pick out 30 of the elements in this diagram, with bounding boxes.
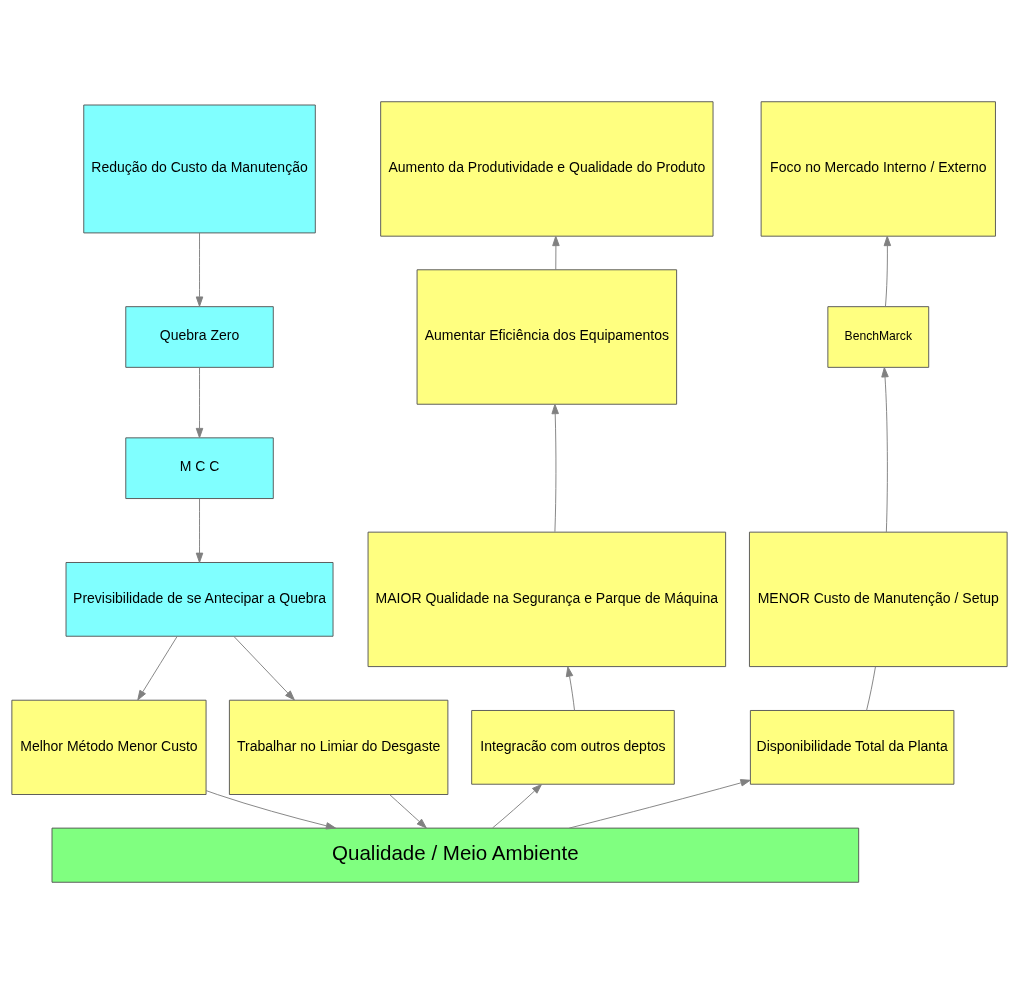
node-box: Quebra Zero [125, 305, 274, 368]
node-box: Qualidade / Meio Ambiente [51, 827, 860, 883]
connector [866, 666, 876, 711]
node-box: Previsibilidade de se Antecipar a Quebra [65, 561, 334, 637]
node-box: Redução do Custo da Manutenção [83, 104, 316, 233]
node-box: Trabalhar no Limiar do Desgaste [228, 699, 449, 795]
node-box: Aumento da Produtividade e Qualidade do Produto [380, 100, 714, 237]
arrow [195, 497, 204, 563]
arrow [551, 403, 559, 532]
arrow [568, 778, 751, 829]
node-box: MAIOR Qualidade na Segurança e Parque de Máquina [367, 531, 727, 667]
node-box: MENOR Custo de Manutenção / Setup [749, 531, 1008, 667]
node-box: BenchMarck [827, 305, 930, 368]
arrow [552, 235, 560, 270]
node-box: Melhor Método Menor Custo [11, 699, 207, 795]
arrow [195, 366, 204, 438]
node-box: Aumentar Eficiência dos Equipamentos [416, 268, 678, 405]
arrow [233, 635, 295, 700]
arrow [205, 789, 337, 829]
arrow [881, 366, 889, 532]
node-box: Disponibilidade Total da Planta [749, 709, 955, 785]
node-box: Integracão com outros deptos [471, 709, 675, 785]
node-box: M C C [125, 436, 274, 499]
node-box: Foco no Mercado Interno / Externo [760, 100, 996, 237]
arrow [137, 635, 178, 700]
arrow [389, 793, 427, 828]
arrow [883, 235, 892, 307]
arrow [565, 666, 575, 711]
arrow [492, 783, 542, 828]
arrow [195, 232, 204, 307]
